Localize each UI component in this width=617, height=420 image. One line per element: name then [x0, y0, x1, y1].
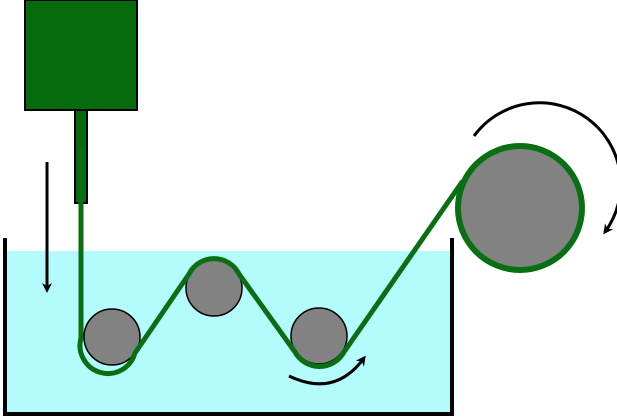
- fiber-strand: [77, 147, 465, 376]
- clockwise-arrow-icon: [472, 101, 617, 235]
- guide-roller: [83, 308, 141, 366]
- spinneret-block: [24, 0, 138, 111]
- bath-tank-outline: [3, 238, 454, 416]
- curved-arrow-icon: [288, 355, 366, 386]
- take-up-roller: [455, 143, 585, 273]
